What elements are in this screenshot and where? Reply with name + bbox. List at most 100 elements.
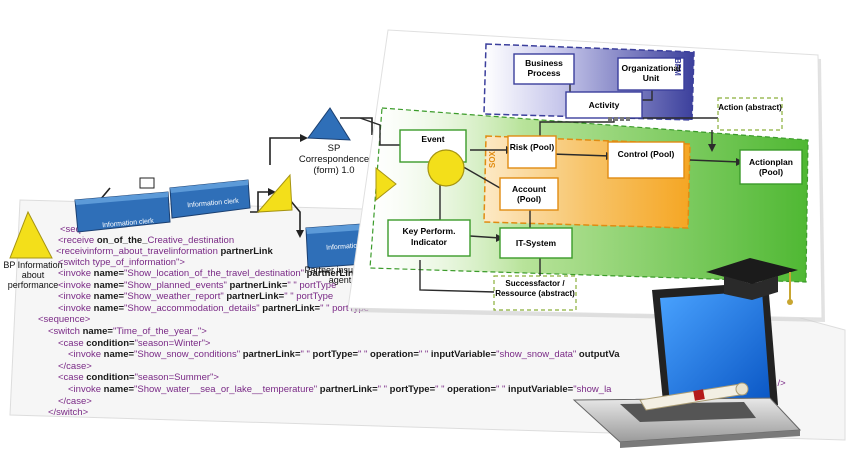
code-token: partnerLink= — [223, 291, 285, 303]
successfactor-box — [493, 275, 577, 311]
code-token: portType= — [309, 349, 359, 361]
code-token: "season=Winter"> — [134, 337, 211, 349]
code-line: </switch> — [48, 407, 88, 418]
code-token: name= — [93, 302, 125, 314]
actionplan-pool-label: Actionplan (Pool) — [749, 157, 793, 177]
information-clerk-box-1 — [74, 191, 171, 233]
code-token: "show_snow_data" — [496, 349, 577, 361]
it-system-label: IT-System — [515, 238, 557, 248]
code-token: "Show_snow_conditions" — [134, 349, 241, 361]
code-line: <invoke name="Show_water__sea_or_lake__t… — [68, 384, 611, 395]
code-token: <invoke — [58, 279, 94, 291]
event-label: Event — [421, 134, 445, 144]
code-token: </case> — [58, 360, 92, 372]
code-token: name= — [93, 291, 125, 303]
code-token: name= — [93, 268, 125, 279]
code-token: " " — [300, 349, 310, 361]
code-token: " " — [358, 349, 368, 361]
successfactor-label: Successfactor / Ressource (abstract) — [495, 279, 575, 298]
code-token: condition= — [86, 337, 135, 349]
code-line: </case> — [58, 396, 92, 407]
event-circle — [427, 149, 465, 187]
code-fragment-top-4: <switch type_of_information"> — [58, 257, 185, 268]
flow-connector-3 — [289, 199, 301, 230]
information-clerk-box-2 — [169, 179, 251, 219]
code-token: portType= — [387, 384, 436, 395]
flow-connector-1 — [250, 191, 268, 213]
control-pool-box — [607, 141, 685, 179]
code-token: "Time_of_the_year_"> — [112, 326, 207, 337]
actionplan-pool-box — [739, 149, 803, 185]
code-token: <invoke — [58, 268, 94, 279]
code-token: " " — [377, 384, 388, 395]
organizational-unit-box — [617, 57, 685, 91]
code-token: name= — [103, 349, 135, 361]
code-line: <invoke name="Show_snow_conditions" part… — [68, 349, 620, 360]
code-token: name= — [82, 326, 113, 337]
code-token: <case — [58, 372, 87, 384]
business-process-label: Business Process — [525, 58, 563, 78]
key-perform-indicator-box — [387, 219, 471, 257]
code-line: <sequence> — [38, 314, 90, 325]
code-token: name= — [93, 279, 125, 291]
sp-correspondence-label: SP Correspondence (form) 1.0 — [298, 143, 370, 176]
code-fragment-top-1: <seq — [60, 224, 81, 235]
code-token: "Show_location_of_the_travel_destination… — [124, 268, 305, 279]
code-token: " " portType — [320, 302, 370, 314]
code-token: partnerLink= — [240, 349, 301, 361]
bp-information-triangle — [9, 210, 53, 259]
code-token: <invoke — [68, 384, 104, 395]
diploma-scroll-icon — [639, 382, 749, 411]
code-token: " " — [435, 384, 445, 395]
graduation-cap-icon — [706, 258, 798, 305]
code-token: " " portType — [287, 279, 337, 291]
document-icon — [139, 177, 155, 189]
code-token: inputVariable= — [428, 349, 497, 361]
flow-connector-2 — [269, 137, 300, 165]
code-token: <invoke — [58, 302, 94, 314]
code-fragment-top-3: <receivinform_about_travelinformation pa… — [56, 246, 273, 257]
code-line: <invoke name="Show_weather_report" partn… — [58, 291, 333, 302]
code-token: operation= — [367, 349, 419, 361]
code-line: <switch name="Time_of_the_year_"> — [48, 326, 207, 337]
laptop-icon — [572, 282, 802, 448]
code-token: " " — [418, 349, 429, 361]
code-token: operation= — [444, 384, 496, 395]
risk-pool-box — [507, 135, 557, 169]
organizational-unit-label: Organizational Unit — [621, 63, 681, 83]
code-token: partnerLink= — [304, 268, 365, 279]
key-perform-indicator-label: Key Perform. Indicator — [402, 226, 456, 247]
activity-box — [565, 91, 643, 119]
code-line: <case condition="season=Summer"> — [58, 372, 219, 383]
code-token: " " — [496, 384, 506, 395]
code-token: name= — [103, 384, 135, 395]
bp-information-label: BP Information about performance — [3, 260, 63, 290]
code-token: inputVariable= — [505, 384, 574, 395]
action-abstract-box — [717, 97, 783, 131]
code-token: "Show_weather_report" — [124, 291, 224, 303]
code-token: "Show_accommodation_details" — [124, 302, 260, 314]
code-line: </case> — [58, 361, 92, 372]
code-line: <invoke name="Show_planned_events" partn… — [58, 280, 336, 291]
flow-connector-4 — [340, 117, 373, 135]
code-token: "season=Summer"> — [134, 372, 219, 384]
code-token: </switch> — [48, 407, 89, 419]
code-token: partnerLink= — [259, 302, 321, 314]
code-token: <invoke — [58, 291, 94, 303]
code-token: <case — [58, 337, 87, 349]
it-system-box — [499, 227, 573, 259]
code-fragment-top-2: <receive on_of_the_Creative_destination — [58, 235, 235, 246]
code-line: <case condition="season=Winter"> — [58, 338, 210, 349]
green-area-triangle — [375, 166, 397, 202]
code-token: "Show_planned_events" — [124, 279, 227, 291]
code-token: outputVa — [576, 349, 620, 361]
control-pool-label: Control (Pool) — [617, 149, 675, 159]
code-token: <sequence> — [38, 314, 91, 326]
account-pool-label: Account (Pool) — [512, 184, 546, 204]
risk-pool-label: Risk (Pool) — [509, 142, 555, 152]
code-token: <invoke — [68, 349, 104, 361]
